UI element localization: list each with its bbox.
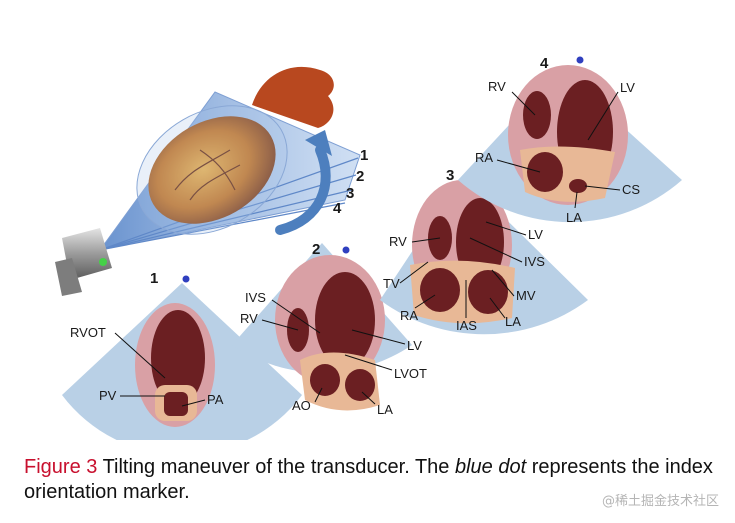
view-1-label-rvot: RVOT xyxy=(70,325,106,340)
plane-number-2: 2 xyxy=(356,168,364,185)
view-3-label-rv: RV xyxy=(389,234,407,249)
view-1-number: 1 xyxy=(150,270,158,287)
view-3-label-lv: LV xyxy=(528,227,543,242)
plane-number-1: 1 xyxy=(360,147,368,164)
watermark: @稀土掘金技术社区 xyxy=(601,494,719,509)
figure-caption: Figure 3 Tilting maneuver of the transdu… xyxy=(24,455,724,505)
figure-label: Figure 3 xyxy=(24,456,98,478)
view-4-label-ra: RA xyxy=(475,150,493,165)
plane-number-4: 4 xyxy=(333,200,342,217)
view-2-label-lvot: LVOT xyxy=(394,366,427,381)
echo-view-4: 4 RV LV RA CS LA xyxy=(458,55,682,225)
view-1-label-pv: PV xyxy=(99,388,117,403)
view-2-number: 2 xyxy=(312,241,320,258)
view-4-label-cs: CS xyxy=(622,182,640,197)
view-3-label-tv: TV xyxy=(383,276,400,291)
view-4-label-rv: RV xyxy=(488,79,506,94)
view-4-number: 4 xyxy=(540,55,549,72)
view-2-label-lv: LV xyxy=(407,338,422,353)
view-3-label-ias: IAS xyxy=(456,318,477,333)
view-3-label-la: LA xyxy=(505,314,521,329)
caption-text-after: represents the index orientation marker. xyxy=(24,456,713,503)
view-1-label-pa: PA xyxy=(207,392,224,407)
probe-indicator-light xyxy=(99,258,107,266)
view-3-label-mv: MV xyxy=(516,288,536,303)
heart-illustration xyxy=(136,66,334,235)
echocardiography-figure: 1 2 3 4 1 RVOT PV PA 2 IVS xyxy=(55,55,682,440)
view-3-label-ivs: IVS xyxy=(524,254,545,269)
echo-view-2: 2 IVS RV LV LVOT AO LA xyxy=(232,241,427,417)
view-4-label-la: LA xyxy=(566,210,582,225)
view-3-label-ra: RA xyxy=(400,308,418,323)
transducer-probe xyxy=(55,228,112,296)
echo-view-1: 1 RVOT PV PA xyxy=(62,270,302,440)
view-4-label-lv: LV xyxy=(620,80,635,95)
echo-view-3: 3 RV LV IVS TV MV RA IAS LA xyxy=(380,167,588,335)
view-2-label-rv: RV xyxy=(240,311,258,326)
view-2-marker-dot xyxy=(342,246,350,254)
caption-text-before: Tilting maneuver of the transducer. The xyxy=(97,456,455,478)
view-3-number: 3 xyxy=(446,167,454,184)
tilt-arrow xyxy=(275,145,331,235)
plane-number-3: 3 xyxy=(346,185,354,202)
tilt-arrow-head xyxy=(305,130,332,156)
view-4-marker-dot xyxy=(576,56,584,64)
caption-emphasis: blue dot xyxy=(454,456,527,478)
transducer-illustration: 1 2 3 4 xyxy=(55,66,368,296)
view-2-label-ao: AO xyxy=(292,398,311,413)
view-2-label-la: LA xyxy=(377,402,393,417)
view-2-label-ivs: IVS xyxy=(245,290,266,305)
view-1-marker-dot xyxy=(182,275,190,283)
